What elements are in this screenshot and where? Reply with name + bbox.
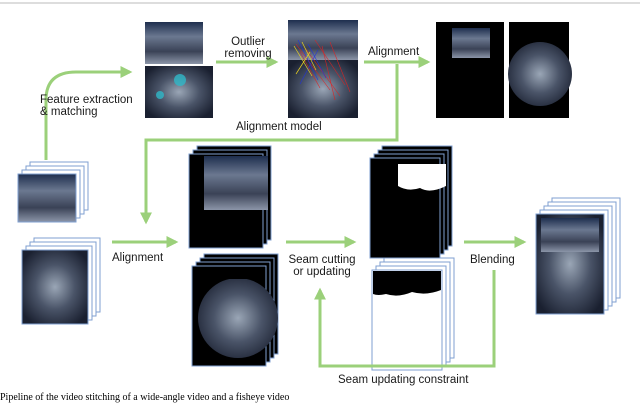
aligned-result-images: [436, 22, 572, 118]
outlier-removing-images: [288, 20, 358, 118]
seam-mask-bottom-stack: [371, 257, 455, 371]
label-seam-line1: Seam cutting: [288, 254, 356, 266]
aligned-fisheye-stack: [191, 253, 279, 367]
label-outlier-line2: removing: [224, 48, 272, 60]
arrow-alignment-model: [140, 64, 399, 225]
feature-matching-images: [145, 22, 213, 118]
figure-caption: Pipeline of the video stitching of a wid…: [0, 392, 290, 403]
arrow-seam-updating-constraint: [314, 270, 496, 368]
label-seam-updating-constraint: Seam updating constraint: [338, 374, 469, 386]
input-wide-angle-stack: [17, 161, 89, 223]
label-blending: Blending: [470, 254, 515, 266]
label-outlier-line1: Outlier: [231, 36, 265, 48]
label-alignment-left: Alignment: [112, 252, 164, 264]
seam-mask-top-stack: [369, 145, 453, 259]
arrow-to-feature-extraction: [44, 66, 133, 160]
label-feature-extraction-line1: Feature extraction: [40, 94, 133, 106]
label-feature-extraction-line2: & matching: [40, 106, 98, 118]
output-panorama-stack: [535, 197, 621, 315]
label-alignment-model: Alignment model: [236, 121, 322, 133]
label-alignment-top: Alignment: [368, 46, 420, 58]
flow-arrows: [44, 56, 527, 368]
input-fisheye-stack: [21, 237, 101, 325]
label-seam-line2: or updating: [293, 266, 351, 278]
aligned-wide-angle-stack: [188, 145, 272, 249]
